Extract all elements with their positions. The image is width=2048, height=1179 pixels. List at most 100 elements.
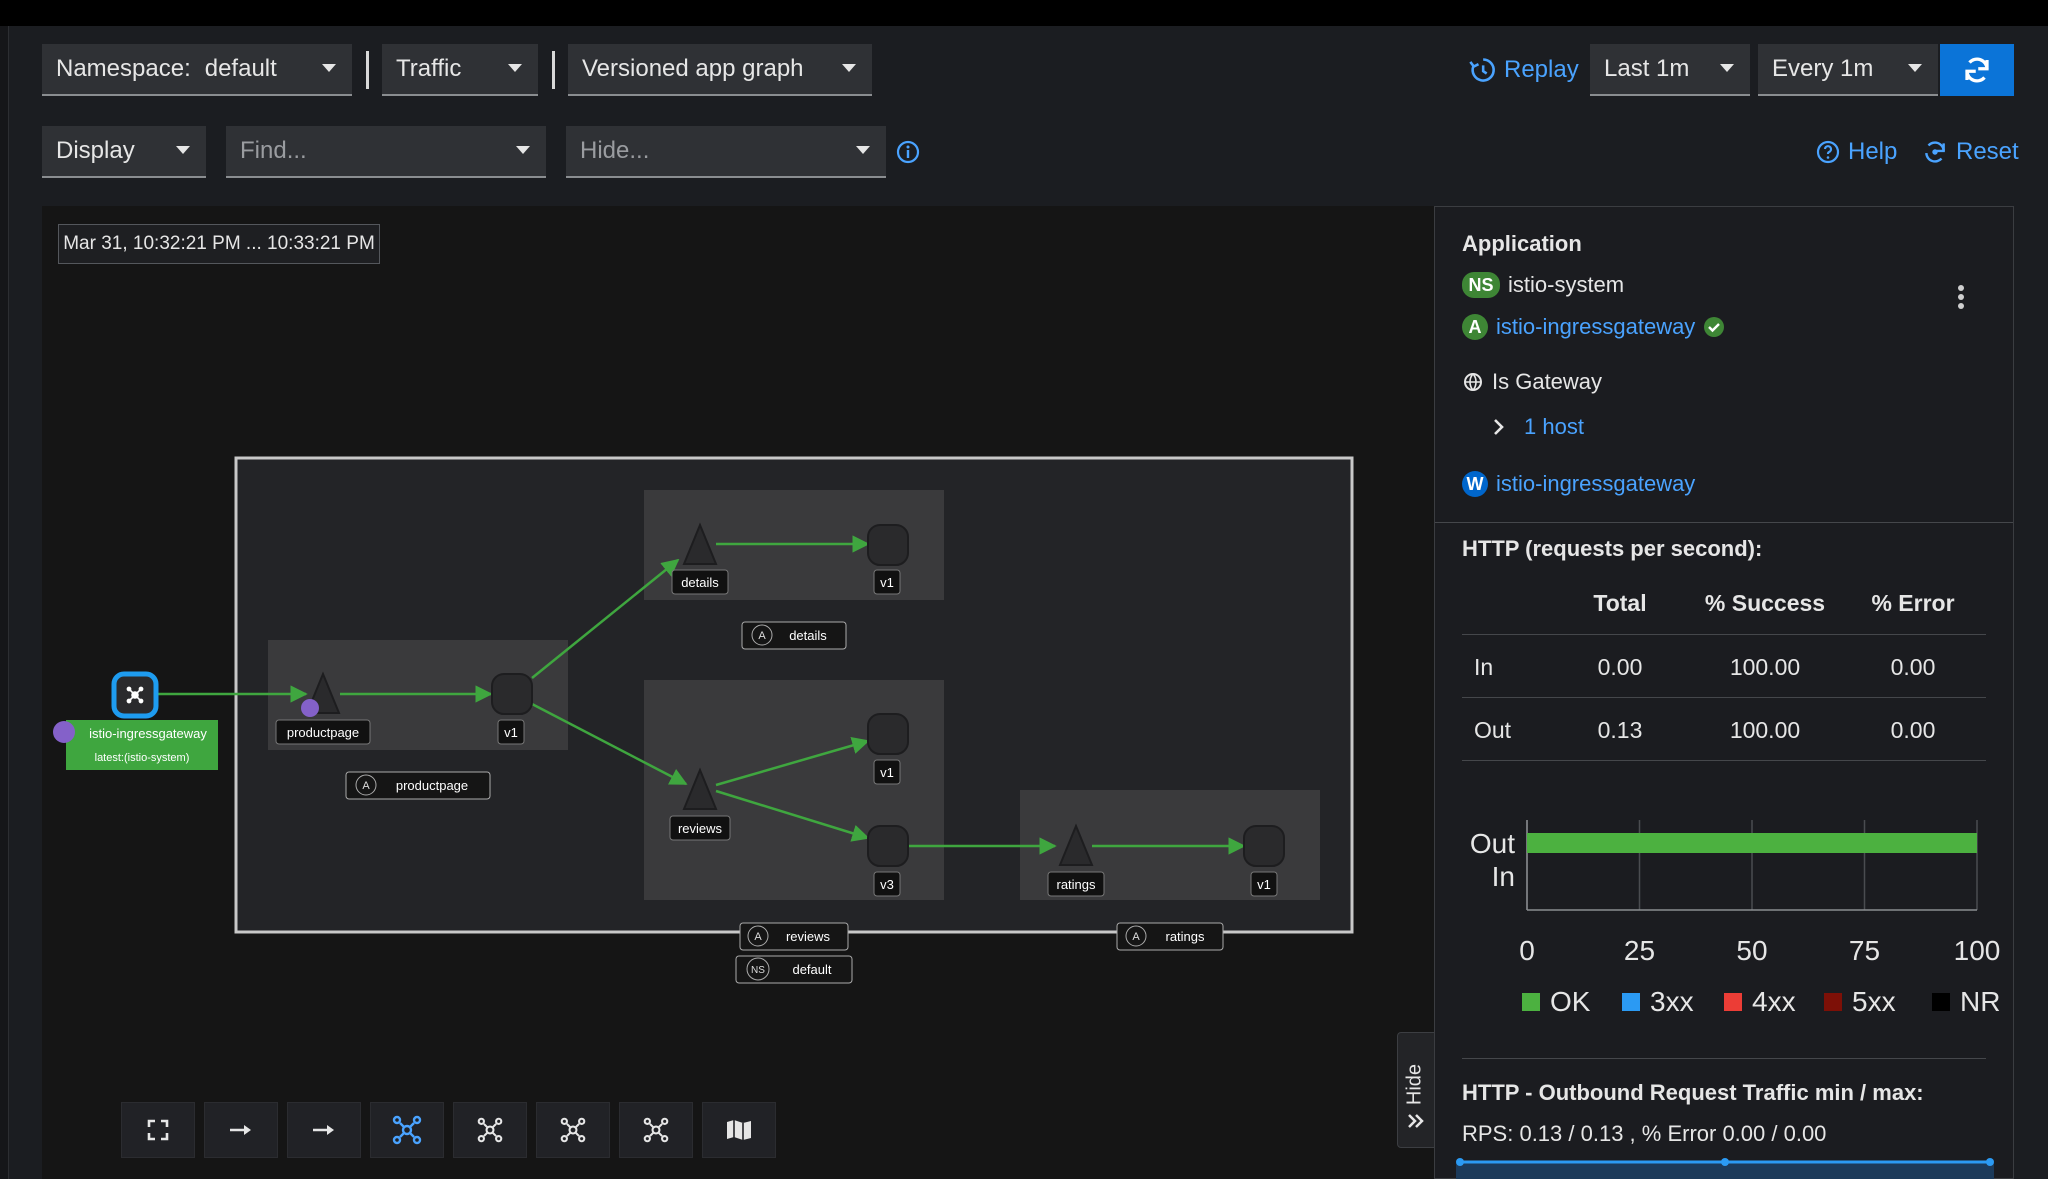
edge-productpage-reviews[interactable] (531, 702, 688, 786)
graph-type-dropdown[interactable]: Versioned app graph (568, 44, 872, 96)
namespace-box-label: default (792, 962, 831, 977)
productpage-box-label: productpage (396, 778, 468, 793)
reset-icon (1925, 141, 1945, 163)
legend-swatch (1724, 993, 1742, 1011)
reviews-v1-label: v1 (880, 765, 894, 780)
workload-name-link[interactable]: istio-ingressgateway (1496, 471, 1696, 496)
legend-swatch (1622, 993, 1640, 1011)
sparkline (1456, 1158, 1994, 1179)
legend-label: 3xx (1650, 986, 1694, 1017)
row-out-total: 0.13 (1597, 717, 1643, 743)
details-box-label: details (789, 628, 827, 643)
box-label-namespace: NS default (735, 955, 853, 984)
col-total: Total (1593, 590, 1647, 616)
namespace-name: istio-system (1508, 272, 1625, 297)
app-row: A istio-ingressgateway (1462, 314, 1725, 340)
layout-4-button[interactable] (536, 1102, 610, 1158)
legend-label: 4xx (1752, 986, 1796, 1017)
hosts-row[interactable]: 1 host (1492, 414, 1584, 440)
chevron-down-icon (176, 146, 190, 154)
label-box (873, 759, 901, 785)
app-name-link[interactable]: istio-ingressgateway (1496, 314, 1696, 339)
namespace-value: default (204, 55, 277, 82)
hide-panel-tab[interactable]: Hide (1397, 1032, 1435, 1148)
arrow-right-icon (313, 1125, 334, 1135)
edge-reviews-v3[interactable] (715, 789, 870, 842)
gateway-row: Is Gateway (1462, 369, 1602, 395)
outbound-stats: RPS: 0.13 / 0.13 , % Error 0.00 / 0.00 (1462, 1121, 1827, 1146)
layout-default-button[interactable] (204, 1102, 278, 1158)
chevron-down-icon (516, 146, 530, 154)
traffic-dropdown[interactable]: Traffic (382, 44, 538, 96)
workload-node-details-v1[interactable] (867, 524, 909, 566)
label-box (671, 569, 729, 595)
namespace-dropdown[interactable]: Namespace: default (42, 44, 352, 96)
history-icon (1469, 58, 1495, 82)
details-node-label: details (681, 575, 719, 590)
app-badge: A (758, 630, 766, 642)
legend-item-5xx: 5xx (1824, 986, 1896, 1018)
edge-productpage-details[interactable] (531, 558, 680, 679)
kebab-menu-icon[interactable] (1955, 284, 1967, 310)
workload-node-productpage-v1[interactable] (491, 673, 533, 715)
arrow-right-icon (230, 1125, 251, 1135)
ratings-v1-label: v1 (1257, 877, 1271, 892)
gateway-label: Is Gateway (1492, 369, 1603, 394)
display-dropdown[interactable]: Display (42, 126, 206, 178)
workload-row: W istio-ingressgateway (1462, 471, 1695, 497)
refresh-button[interactable] (1940, 44, 2014, 96)
reviews-box-label: reviews (786, 929, 831, 944)
replay-button[interactable]: Replay (1468, 56, 1579, 84)
x-tick-label: 50 (1736, 935, 1767, 966)
help-button[interactable]: Help (1816, 138, 1897, 166)
refresh-interval-dropdown[interactable]: Every 1m (1758, 44, 1938, 96)
layout-1-button[interactable] (287, 1102, 361, 1158)
row-in-success: 100.00 (1729, 654, 1801, 680)
side-panel (1434, 206, 2014, 1179)
gateway-version: latest:(istio-system) (95, 752, 190, 764)
hosts-link[interactable]: 1 host (1524, 414, 1584, 439)
hide-input[interactable]: Hide... (566, 126, 886, 178)
workload-node-ratings-v1[interactable] (1243, 825, 1285, 867)
layout-2-button[interactable] (370, 1102, 444, 1158)
duration-dropdown[interactable]: Last 1m (1590, 44, 1750, 96)
service-node-ratings[interactable] (1058, 823, 1094, 866)
app-badge: A (1462, 314, 1488, 340)
question-circle-icon (1816, 140, 1840, 164)
service-graph[interactable]: istio-ingressgateway latest:(istio-syste… (0, 0, 1434, 1179)
workload-node-reviews-v3[interactable] (867, 825, 909, 867)
edge-reviews-v1[interactable] (715, 736, 870, 787)
legend-item-3xx: 3xx (1622, 986, 1694, 1018)
gateway-icon (1464, 373, 1482, 391)
legend-swatch (1824, 993, 1842, 1011)
service-node-reviews[interactable] (682, 767, 718, 810)
gateway-badge-icon (53, 721, 75, 743)
info-icon[interactable] (896, 140, 920, 164)
workload-node-reviews-v1[interactable] (867, 713, 909, 755)
workload-badge: W (1462, 471, 1488, 497)
bar-ok-out (1527, 833, 1977, 853)
find-input[interactable]: Find... (226, 126, 546, 178)
table-divider (1462, 760, 1986, 761)
service-node-details[interactable] (682, 522, 718, 565)
app-box-reviews[interactable] (644, 680, 944, 900)
label-box (669, 815, 731, 841)
separator (366, 51, 369, 89)
legend-button[interactable] (702, 1102, 776, 1158)
find-placeholder: Find... (240, 137, 307, 164)
chevron-right-icon (1494, 419, 1504, 435)
reset-button[interactable]: Reset (1922, 138, 2019, 166)
label-box (873, 871, 901, 897)
network-icon (126, 686, 144, 704)
col-success: % Success (1704, 590, 1826, 616)
hide-tab-label: Hide (1403, 1063, 1426, 1106)
layout-5-button[interactable] (619, 1102, 693, 1158)
fit-to-screen-button[interactable] (121, 1102, 195, 1158)
http-title: HTTP (requests per second): (1462, 536, 1763, 561)
x-tick-label: 75 (1849, 935, 1880, 966)
layout-3-button[interactable] (453, 1102, 527, 1158)
topology-icon (392, 1115, 422, 1145)
productpage-node-label: productpage (287, 725, 359, 740)
box-label-productpage: A productpage (345, 771, 491, 800)
legend-item-4xx: 4xx (1724, 986, 1796, 1018)
